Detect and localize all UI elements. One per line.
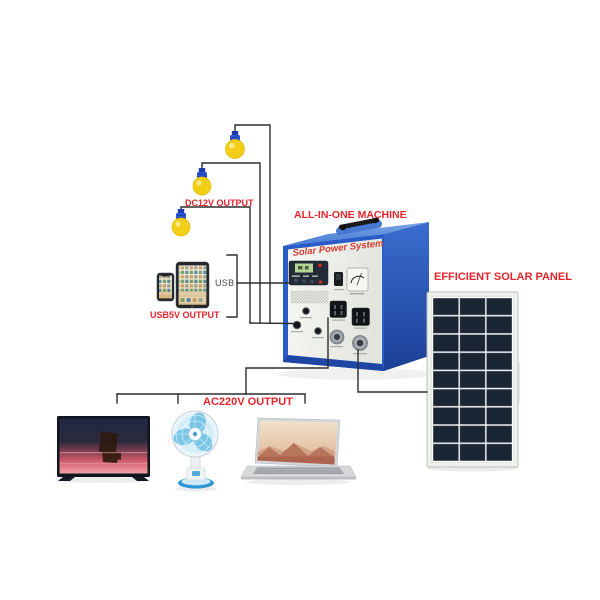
laptop — [240, 417, 357, 485]
light-bulb — [171, 209, 191, 237]
efficient-solar-panel-label: EFFICIENT SOLAR PANEL — [434, 271, 572, 283]
connection-wires — [116, 124, 428, 404]
handle-icon — [338, 217, 380, 230]
smartphone — [156, 272, 175, 302]
power-station — [278, 217, 434, 380]
dc-port — [292, 320, 302, 330]
fan — [171, 410, 219, 492]
ac220v-output-label: AC220V OUTPUT — [203, 396, 293, 408]
usb5v-output-label: USB5V OUTPUT — [150, 310, 220, 320]
display-module — [288, 260, 329, 286]
tv — [56, 416, 152, 483]
round-connector — [329, 329, 345, 348]
solar-panel — [426, 291, 520, 472]
all-in-one-machine-label: ALL-IN-ONE MACHINE — [294, 209, 407, 221]
dc-port — [314, 327, 322, 335]
round-connector — [352, 335, 368, 355]
dc12v-output-label: DC12V OUTPUT — [185, 198, 254, 208]
usb-label: USB — [215, 278, 235, 288]
handle-base — [336, 220, 382, 235]
tablet — [175, 261, 210, 309]
light-bulb — [225, 131, 245, 159]
ac-outlet — [329, 300, 347, 321]
analog-meter — [346, 267, 369, 295]
light-bulb — [192, 168, 212, 196]
dc-port — [302, 307, 310, 315]
ac-outlet — [351, 307, 370, 329]
